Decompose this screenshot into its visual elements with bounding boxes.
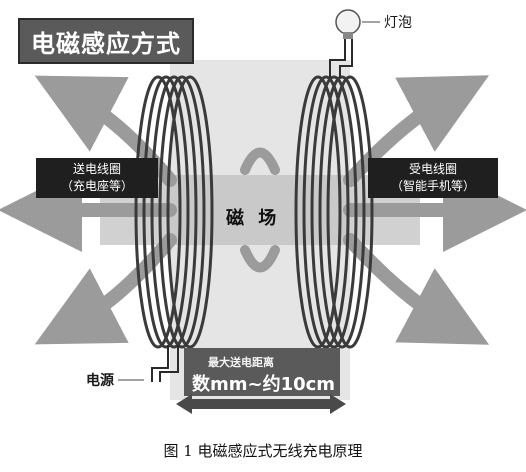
arrow-arc-bottom: [240, 245, 280, 273]
distance-value: 数mm~约10cm: [192, 374, 336, 395]
distance-arrow: [176, 394, 346, 414]
transmit-coil-label-line1: 送电线圈: [72, 162, 121, 176]
receive-coil-label: 受电线圈 （智能手机等）: [368, 158, 498, 198]
bulb-wire-1: [329, 38, 346, 78]
transmit-coil: [134, 75, 214, 349]
bulb-wire-2: [339, 38, 353, 78]
power-wire-1: [151, 345, 169, 382]
receive-coil-label-line2: （智能手机等）: [390, 179, 475, 193]
distance-caption: 最大送电距离: [208, 356, 274, 369]
power-source-label: 电源: [86, 373, 114, 389]
figure-caption: 图 1 电磁感应式无线充电原理: [163, 442, 363, 460]
diagram-title: 电磁感应方式: [18, 18, 194, 64]
transmit-coil-label: 送电线圈 （充电座等）: [36, 158, 158, 198]
receive-coil-label-line1: 受电线圈: [408, 162, 457, 176]
arrow-lower-left: [34, 233, 177, 345]
magnetic-field-label: 磁 场: [226, 208, 281, 229]
power-wire-2: [159, 345, 179, 382]
bulb-icon: [335, 9, 361, 39]
distance-panel: [184, 348, 340, 396]
diagram-canvas: [0, 9, 526, 414]
receive-coil: [294, 75, 374, 349]
arrow-arc-top: [240, 147, 280, 175]
arrow-upper-left: [34, 75, 177, 187]
transmit-coil-label-line2: （充电座等）: [60, 179, 133, 193]
diagram: 电磁感应方式 灯泡 送电线圈 （充电座等） 受电线圈 （智能手机等） 磁 场 电…: [0, 9, 526, 414]
bulb-label: 灯泡: [384, 15, 412, 31]
